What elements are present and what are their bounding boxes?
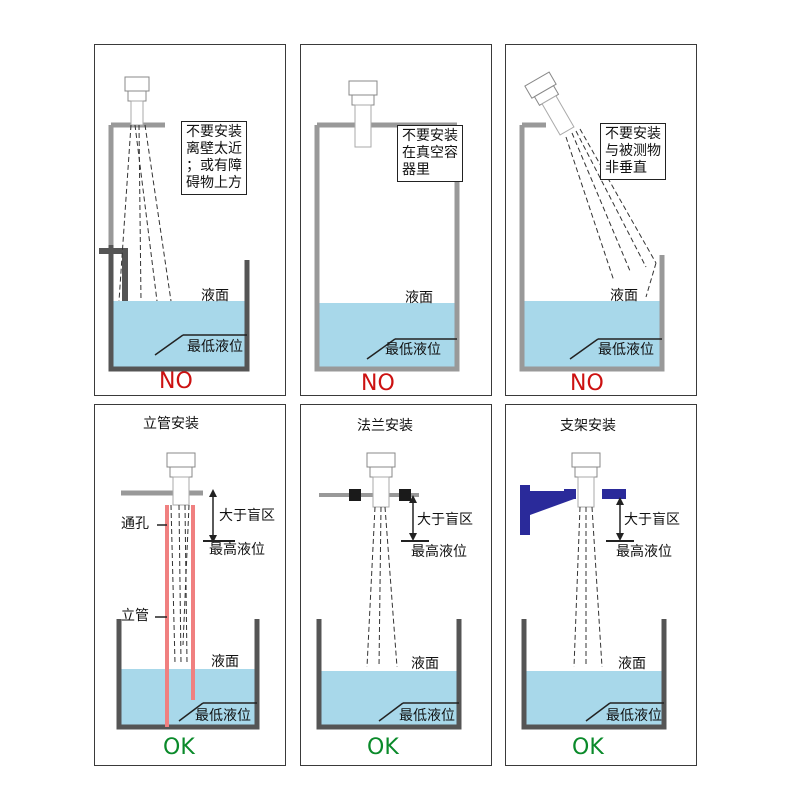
- panel-5-drawing: [316, 452, 462, 730]
- tank-wall: [108, 245, 250, 372]
- blind-zone-label: 大于盲区: [417, 512, 473, 528]
- liquid-surface-label: 液面: [211, 654, 239, 670]
- verdict-no: NO: [159, 369, 193, 394]
- blind-zone-label: 大于盲区: [219, 508, 275, 524]
- min-level-label: 最低液位: [598, 342, 654, 358]
- tank-liquid: [319, 671, 459, 727]
- tank-wall: [519, 125, 665, 372]
- warning-note: 不要安装 与被测物 非垂直: [600, 123, 666, 180]
- sensor-icon: [124, 76, 150, 126]
- sensor-icon: [166, 452, 196, 506]
- min-level-mark: [585, 702, 611, 722]
- min-level-mark: [154, 334, 184, 356]
- panel-title: 立管安装: [143, 416, 199, 432]
- standpipe-label: 立管: [121, 608, 149, 624]
- min-level-label: 最低液位: [195, 708, 251, 724]
- verdict-ok: OK: [572, 735, 604, 760]
- tank-liquid: [119, 669, 257, 727]
- panel-too-close-to-wall: 不要安装 离壁太近 ；或有障 碍物上方 液面 最低液位 NO: [94, 44, 286, 396]
- min-level-mark: [178, 702, 204, 722]
- sensor-icon: [366, 452, 396, 508]
- tank-liquid: [522, 301, 662, 369]
- tank-liquid: [524, 671, 664, 727]
- bracket-icon: [520, 485, 626, 535]
- obstacle: [99, 248, 128, 301]
- panel-standpipe-install: 立管安装 通孔 立管 大于盲区 最高液位 液面 最低液位 OK: [94, 404, 286, 766]
- standpipe-left: [165, 505, 169, 727]
- verdict-ok: OK: [163, 735, 195, 760]
- max-level-label: 最高液位: [209, 542, 265, 558]
- liquid-surface-label: 液面: [411, 656, 439, 672]
- warning-note: 不要安装 在真空容 器里: [397, 125, 463, 182]
- sensor-icon: [348, 80, 378, 148]
- min-level-label: 最低液位: [606, 708, 662, 724]
- max-level-label: 最高液位: [411, 544, 467, 560]
- warning-note: 不要安装 离壁太近 ；或有障 碍物上方: [181, 121, 247, 195]
- min-level-mark: [378, 702, 404, 722]
- liquid-surface-label: 液面: [618, 656, 646, 672]
- vent-hole-label: 通孔: [121, 516, 149, 532]
- min-level-mark: [366, 338, 396, 360]
- panel-vacuum-vessel: 不要安装 在真空容 器里 液面 最低液位 NO: [300, 44, 492, 396]
- sensor-icon: [571, 452, 601, 508]
- liquid-surface-label: 液面: [405, 290, 433, 306]
- panel-4-drawing: [116, 452, 260, 730]
- min-level-mark: [569, 338, 599, 360]
- blind-zone-label: 大于盲区: [624, 512, 680, 528]
- max-level-label: 最高液位: [616, 544, 672, 560]
- min-level-label: 最低液位: [385, 342, 441, 358]
- verdict-ok: OK: [367, 735, 399, 760]
- panel-1-drawing: [99, 76, 250, 372]
- panel-3-drawing: [519, 71, 665, 372]
- panel-flange-install: 法兰安装 大于盲区 最高液位 液面 最低液位 OK: [300, 404, 492, 766]
- panel-6-drawing: [520, 452, 667, 730]
- min-level-label: 最低液位: [399, 708, 455, 724]
- panel-not-perpendicular: 不要安装 与被测物 非垂直 液面 最低液位 NO: [505, 44, 697, 396]
- tank-liquid: [317, 303, 457, 369]
- verdict-no: NO: [570, 371, 604, 396]
- tank-wall: [521, 619, 667, 730]
- sensor-icon: [524, 71, 575, 136]
- panel-title: 法兰安装: [357, 418, 413, 434]
- standpipe-right: [191, 505, 195, 700]
- panel-bracket-install: 支架安装 大于盲区 最高液位 液面 最低液位 OK: [505, 404, 697, 766]
- verdict-no: NO: [361, 371, 395, 396]
- flange-icon: [349, 489, 411, 501]
- panel-title: 支架安装: [560, 418, 616, 434]
- tank-wall: [314, 125, 460, 372]
- liquid-surface-label: 液面: [201, 288, 229, 304]
- min-level-label: 最低液位: [187, 339, 243, 355]
- tank-wall: [116, 619, 260, 730]
- liquid-surface-label: 液面: [610, 288, 638, 304]
- tank-wall: [316, 619, 462, 730]
- panel-2-drawing: [314, 80, 460, 372]
